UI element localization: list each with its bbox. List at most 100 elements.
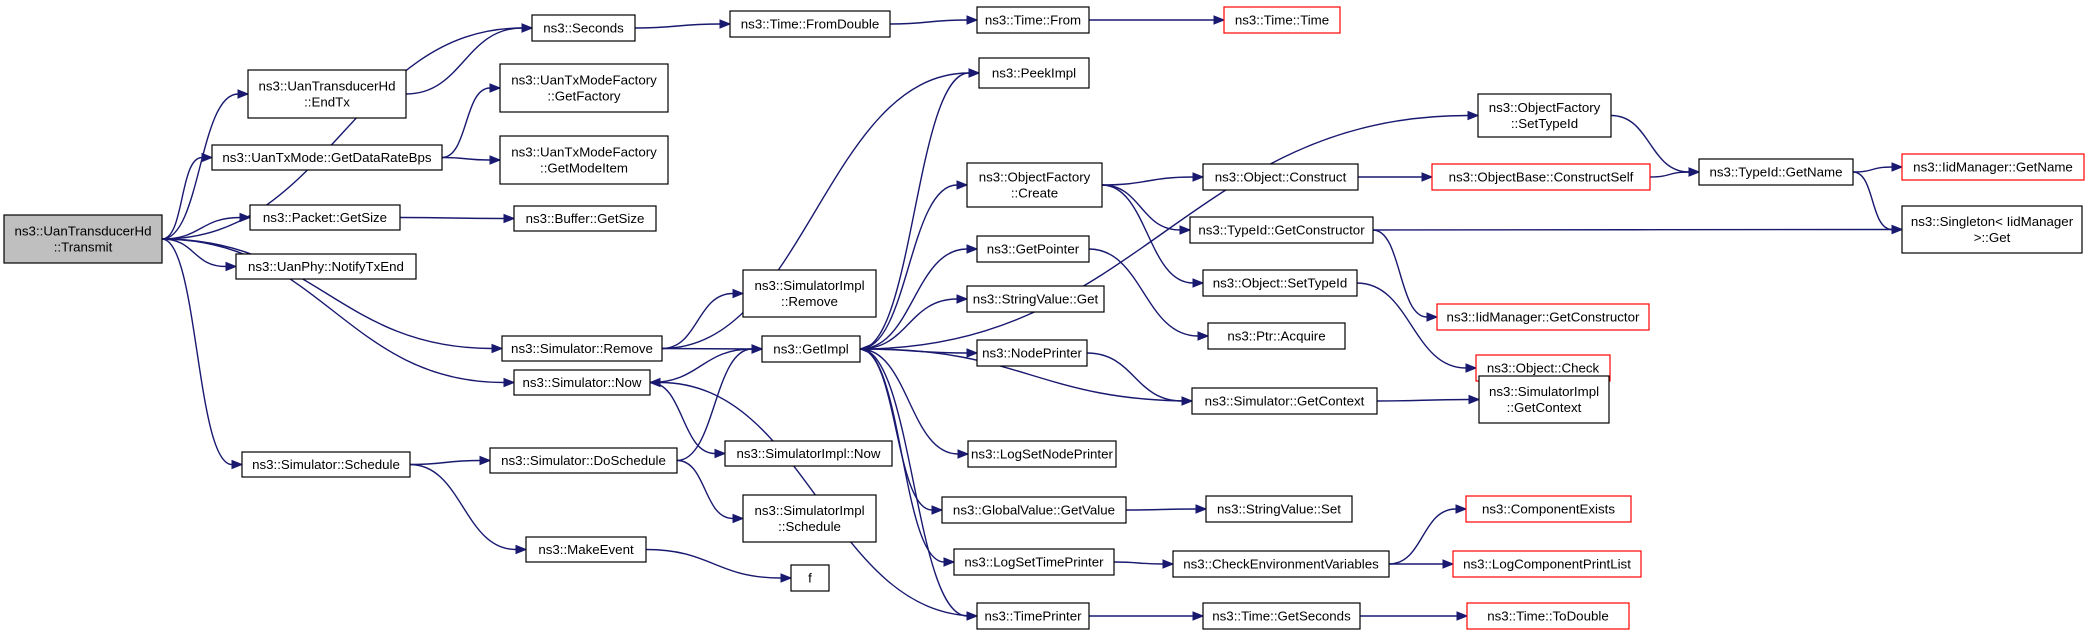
node-simimplnow[interactable]: ns3::SimulatorImpl::Now xyxy=(724,440,893,467)
node-nodeprinter[interactable]: ns3::NodePrinter xyxy=(976,339,1088,367)
edge-doschedule-to-getimpl xyxy=(676,348,753,462)
node-checkenv[interactable]: ns3::CheckEnvironmentVariables xyxy=(1172,550,1390,578)
arrowhead-ofcreate-to-objsettypeid xyxy=(1192,278,1205,288)
node-box-peekimpl xyxy=(978,57,1090,89)
node-objconstruct[interactable]: ns3::Object::Construct xyxy=(1202,163,1359,191)
node-label-simimplschedule-line-1: ns3::SimulatorImpl xyxy=(754,503,864,518)
edge-ofcreate-to-objsettypeid xyxy=(1101,184,1194,284)
edge-transmit-to-endtx xyxy=(161,93,239,240)
arrowhead-ofcreate-to-typeidgetconstructor xyxy=(1179,225,1192,235)
node-iidgetname[interactable]: ns3::IidManager::GetName xyxy=(1901,153,2085,181)
arrowhead-timefrom-to-timetime xyxy=(1213,15,1226,25)
node-singletonget[interactable]: ns3::Singleton< IidManager>::Get xyxy=(1901,205,2083,254)
edge-transmit-to-getdatarate xyxy=(161,156,203,240)
node-fromdouble[interactable]: ns3::Time::FromDouble xyxy=(729,10,891,38)
node-f[interactable]: f xyxy=(790,564,830,592)
edge-getimpl-to-globalgetvalue xyxy=(859,348,933,511)
node-objsettypeid[interactable]: ns3::Object::SetTypeId xyxy=(1202,269,1358,297)
node-simremove[interactable]: ns3::Simulator::Remove xyxy=(501,335,663,362)
node-typeidgetconstructor[interactable]: ns3::TypeId::GetConstructor xyxy=(1189,216,1374,244)
node-componentexists[interactable]: ns3::ComponentExists xyxy=(1465,495,1632,523)
node-label-seconds-line-1: ns3::Seconds xyxy=(543,21,624,36)
node-makeevent[interactable]: ns3::MakeEvent xyxy=(525,536,647,563)
edge-seconds-to-fromdouble xyxy=(634,23,721,29)
node-simimplschedule[interactable]: ns3::SimulatorImpl::Schedule xyxy=(742,494,877,543)
node-timegetseconds[interactable]: ns3::Time::GetSeconds xyxy=(1202,602,1361,630)
node-simimplgetcontext[interactable]: ns3::SimulatorImpl::GetContext xyxy=(1478,375,1610,424)
node-label-getmodeitem-line-1: ns3::UanTxModeFactory xyxy=(511,145,657,160)
node-timetime[interactable]: ns3::Time::Time xyxy=(1223,6,1341,34)
node-label-objcheck-line-1: ns3::Object::Check xyxy=(1487,361,1600,376)
node-globalgetvalue[interactable]: ns3::GlobalValue::GetValue xyxy=(941,496,1127,524)
node-getimpl[interactable]: ns3::GetImpl xyxy=(761,335,861,363)
node-label-simimplgetcontext-line-1: ns3::SimulatorImpl xyxy=(1489,384,1599,399)
edge-typeidgetname-to-iidgetname xyxy=(1852,166,1893,173)
node-label-constructself-line-1: ns3::ObjectBase::ConstructSelf xyxy=(1449,170,1634,185)
node-label-stringget-line-1: ns3::StringValue::Get xyxy=(973,292,1099,307)
arrowhead-getpointer-to-ptracquire xyxy=(1197,331,1210,341)
edge-constructself-to-typeidgetname xyxy=(1649,171,1690,178)
edge-nodeprinter-to-simgetcontext xyxy=(1086,352,1183,402)
arrowhead-getimpl-to-nodeprinter xyxy=(966,348,979,358)
node-timeprinter[interactable]: ns3::TimePrinter xyxy=(976,602,1090,630)
node-ofsettypeid[interactable]: ns3::ObjectFactory::SetTypeId xyxy=(1477,93,1612,138)
node-layer: ns3::UanTransducerHd::Transmitns3::Secon… xyxy=(3,6,2085,630)
node-getpointer[interactable]: ns3::GetPointer xyxy=(976,235,1090,263)
node-notifytxend[interactable]: ns3::UanPhy::NotifyTxEnd xyxy=(235,253,417,280)
edge-packetsize-to-buffersize xyxy=(399,216,505,220)
node-box-getimpl xyxy=(761,335,861,363)
node-simschedule[interactable]: ns3::Simulator::Schedule xyxy=(241,451,411,478)
node-stringset[interactable]: ns3::StringValue::Set xyxy=(1205,495,1353,523)
node-label-simgetcontext-line-1: ns3::Simulator::GetContext xyxy=(1205,394,1365,409)
arrowhead-getdatarate-to-getfactory xyxy=(489,83,502,93)
node-box-objconstruct xyxy=(1202,163,1359,191)
node-getmodeitem[interactable]: ns3::UanTxModeFactory::GetModeItem xyxy=(499,135,669,185)
node-logsetnodeprinter[interactable]: ns3::LogSetNodePrinter xyxy=(967,440,1117,468)
node-label-timefrom-line-1: ns3::Time::From xyxy=(985,13,1081,28)
node-getfactory[interactable]: ns3::UanTxModeFactory::GetFactory xyxy=(499,63,669,113)
node-label-transmit-line-2: ::Transmit xyxy=(54,240,113,255)
node-box-timegetseconds xyxy=(1202,602,1361,630)
node-label-peekimpl-line-1: ns3::PeekImpl xyxy=(992,66,1076,81)
node-constructself[interactable]: ns3::ObjectBase::ConstructSelf xyxy=(1431,163,1651,191)
arrowhead-globalgetvalue-to-stringset xyxy=(1195,504,1208,514)
arrowhead-seconds-to-fromdouble xyxy=(719,19,732,29)
arrowhead-logsettimeprinter-to-checkenv xyxy=(1162,559,1175,569)
node-logcomponentprintlist[interactable]: ns3::LogComponentPrintList xyxy=(1452,550,1642,578)
node-simnow[interactable]: ns3::Simulator::Now xyxy=(513,369,651,396)
node-label-timetime-line-1: ns3::Time::Time xyxy=(1235,13,1329,28)
node-buffersize[interactable]: ns3::Buffer::GetSize xyxy=(513,205,657,232)
node-doschedule[interactable]: ns3::Simulator::DoSchedule xyxy=(489,447,678,474)
edge-getimpl-to-timeprinter xyxy=(859,348,968,617)
edge-checkenv-to-componentexists xyxy=(1388,508,1457,565)
node-box-simimplnow xyxy=(724,440,893,467)
node-peekimpl[interactable]: ns3::PeekImpl xyxy=(978,57,1090,89)
node-label-getfactory-line-2: ::GetFactory xyxy=(547,89,621,104)
node-endtx[interactable]: ns3::UanTransducerHd::EndTx xyxy=(247,69,407,119)
node-box-checkenv xyxy=(1172,550,1390,578)
node-typeidgetname[interactable]: ns3::TypeId::GetName xyxy=(1698,158,1854,186)
node-timetodouble[interactable]: ns3::Time::ToDouble xyxy=(1466,602,1630,630)
node-logsettimeprinter[interactable]: ns3::LogSetTimePrinter xyxy=(953,548,1115,576)
arrowhead-getimpl-to-logsettimeprinter xyxy=(943,557,956,567)
node-getdatarate[interactable]: ns3::UanTxMode::GetDataRateBps xyxy=(211,144,443,171)
node-seconds[interactable]: ns3::Seconds xyxy=(531,14,636,42)
node-box-getmodeitem xyxy=(499,135,669,185)
node-stringget[interactable]: ns3::StringValue::Get xyxy=(966,285,1105,313)
node-packetsize[interactable]: ns3::Packet::GetSize xyxy=(249,204,401,231)
edge-simremove-to-peekimpl xyxy=(661,72,970,350)
node-ofcreate[interactable]: ns3::ObjectFactory::Create xyxy=(966,162,1103,208)
node-label-packetsize-line-1: ns3::Packet::GetSize xyxy=(263,210,387,225)
node-simimplremove[interactable]: ns3::SimulatorImpl::Remove xyxy=(742,269,877,318)
node-label-simimplschedule-line-2: ::Schedule xyxy=(778,519,841,534)
node-box-simimplschedule xyxy=(742,494,877,543)
node-label-ofcreate-line-1: ns3::ObjectFactory xyxy=(979,170,1091,185)
node-timefrom[interactable]: ns3::Time::From xyxy=(976,6,1090,34)
node-box-f xyxy=(790,564,830,592)
node-iidgetconstructor[interactable]: ns3::IidManager::GetConstructor xyxy=(1436,303,1650,331)
node-simgetcontext[interactable]: ns3::Simulator::GetContext xyxy=(1191,387,1378,415)
node-box-typeidgetname xyxy=(1698,158,1854,186)
node-ptracquire[interactable]: ns3::Ptr::Acquire xyxy=(1207,322,1346,350)
node-box-logsetnodeprinter xyxy=(967,440,1117,468)
node-box-timetime xyxy=(1223,6,1341,34)
